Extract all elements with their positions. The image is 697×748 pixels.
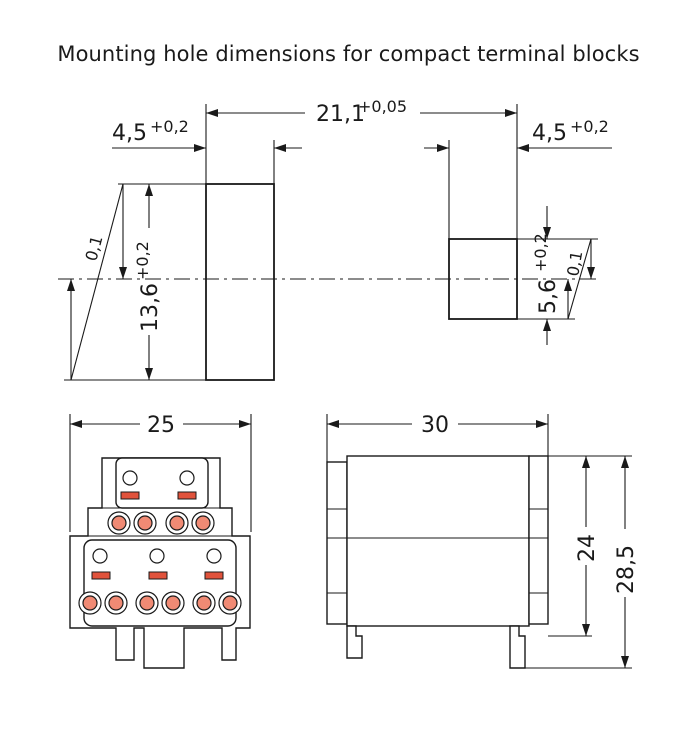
arrowhead: [119, 267, 127, 279]
screw-icon: [92, 548, 108, 564]
arrowhead: [327, 420, 339, 428]
front-width-value: 25: [147, 413, 175, 438]
left-width-tolerance: +0,2: [150, 117, 189, 136]
release-tab: [120, 491, 140, 500]
right-height-tolerance: +0,2: [531, 233, 550, 272]
arrowhead: [621, 656, 629, 668]
arrowhead: [536, 420, 548, 428]
arrowhead: [70, 420, 82, 428]
wire-entry-hole: [137, 515, 153, 531]
arrowhead: [564, 279, 572, 291]
wire-entry-hole: [222, 595, 238, 611]
pitch-value: 21,1: [316, 102, 365, 127]
arrowhead: [621, 456, 629, 468]
wire-entry-hole: [108, 595, 124, 611]
right-width-value: 4,5: [532, 121, 567, 146]
side-height-inner-value: 24: [575, 534, 600, 562]
left-mounting-hole: [205, 183, 275, 381]
wire-entry-hole: [165, 595, 181, 611]
terminal-block-side-view: [326, 455, 549, 669]
arrowhead: [582, 456, 590, 468]
right-width-tolerance: +0,2: [570, 117, 609, 136]
arrowhead: [587, 267, 595, 279]
left-height-value: 13,6: [138, 283, 163, 332]
left-width-value: 4,5: [112, 121, 147, 146]
arrowhead: [239, 420, 251, 428]
left-height-tolerance: +0,2: [133, 241, 152, 280]
right-height-value: 5,6: [536, 279, 561, 314]
arrowhead: [145, 368, 153, 380]
wire-entry-hole: [82, 595, 98, 611]
side-width-value: 30: [421, 413, 449, 438]
pitch-tolerance: +0,05: [358, 97, 407, 116]
arrowhead: [543, 319, 551, 331]
wire-entry-hole: [139, 595, 155, 611]
side-height-outer-value: 28,5: [614, 545, 639, 594]
release-tab: [91, 571, 111, 580]
slant-line: [70, 183, 124, 381]
arrowhead: [145, 184, 153, 196]
terminal-block-front-view: [69, 457, 251, 669]
screw-icon: [149, 548, 165, 564]
arrowhead: [437, 144, 449, 152]
arrowhead: [67, 279, 75, 291]
release-tab: [204, 571, 224, 580]
wire-entry-hole: [196, 595, 212, 611]
wire-entry-hole: [169, 515, 185, 531]
arrowhead: [274, 144, 286, 152]
release-tab: [148, 571, 168, 580]
screw-icon: [206, 548, 222, 564]
arrowhead: [582, 624, 590, 636]
arrowhead: [206, 109, 218, 117]
diagram-title: Mounting hole dimensions for compact ter…: [57, 42, 640, 66]
slant-line: [567, 238, 592, 320]
arrowhead: [505, 109, 517, 117]
wire-entry-hole: [111, 515, 127, 531]
screw-icon: [179, 470, 195, 486]
release-tab: [177, 491, 197, 500]
screw-icon: [122, 470, 138, 486]
arrowhead: [543, 227, 551, 239]
arrowhead: [194, 144, 206, 152]
arrowhead: [517, 144, 529, 152]
wire-entry-hole: [195, 515, 211, 531]
right-slant-value: 0,1: [563, 249, 586, 277]
